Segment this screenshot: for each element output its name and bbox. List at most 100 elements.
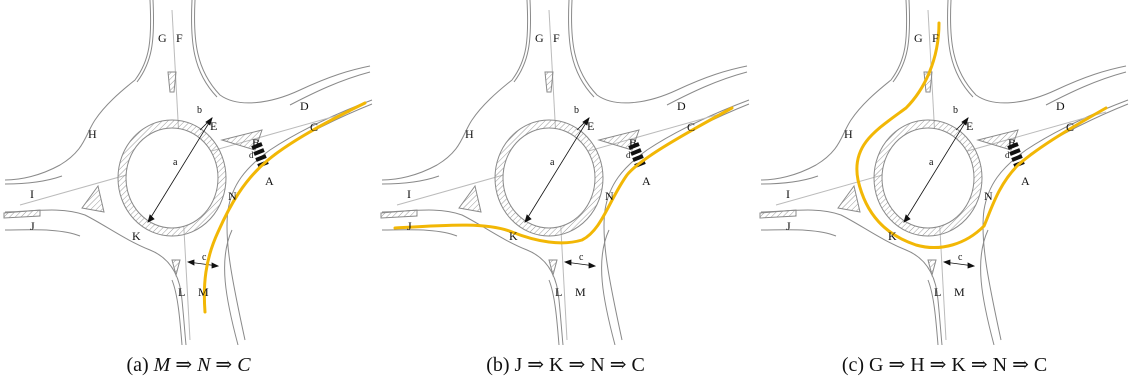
road-edge [381,0,529,181]
label-b-upper: B [252,136,260,150]
road-edge [194,0,371,104]
caption-route: J ⇒ K ⇒ N ⇒ C [514,354,645,376]
label-g: G [535,31,544,45]
label-m: M [198,285,209,299]
panel-caption: (b) J ⇒ K ⇒ N ⇒ C [377,352,754,377]
road-edge [760,0,908,181]
label-c-upper: C [310,120,318,134]
label-i: I [407,187,411,201]
label-d: D [300,99,309,113]
splitter-island-east [597,129,640,151]
label-l: L [178,285,185,299]
central-island [117,119,227,237]
road-edge [513,0,532,83]
label-a-lower: a [929,157,934,168]
roundabout-diagram: G F b D E H C B d a A I N J K c L M [759,0,1129,345]
label-l: L [934,285,941,299]
label-f: F [553,31,560,45]
label-f: F [176,31,183,45]
label-n: N [605,189,614,203]
label-e: E [966,119,973,133]
caption-prefix: (a) [126,354,149,376]
caption-route: M ⇒ N ⇒ C [153,354,251,376]
central-island [494,119,604,237]
road-edge [381,229,458,237]
panel-a: G F b D E H C B d a A I N J K c L M (a) … [0,0,377,390]
road-edge [4,209,187,345]
label-a-lower: a [550,157,555,168]
refuge-island [3,209,41,219]
caption-route: G ⇒ H ⇒ K ⇒ N ⇒ C [869,354,1048,376]
label-c-upper: C [1066,120,1074,134]
splitter-island-north [167,71,177,93]
road-edge [381,175,440,185]
vehicle-route [202,101,367,314]
panel-c: G F b D E H C B d a A I N J K c L M (c) … [756,0,1133,390]
label-a-upper: A [265,174,274,188]
label-k: K [888,229,897,243]
panel-caption: (a) M ⇒ N ⇒ C [0,352,377,377]
label-m: M [575,285,586,299]
label-c-lower: c [958,252,963,263]
road-edge [226,99,373,341]
label-d-lower: d [1005,150,1010,160]
caption-prefix: (c) [841,354,865,376]
splitter-island-west [81,184,105,213]
dimension-a [147,117,213,223]
label-c-lower: c [579,252,584,263]
label-k: K [509,229,518,243]
central-island [873,119,983,237]
splitter-island-south [927,259,937,277]
dimension-b [199,117,213,131]
dimension-lines [524,117,597,269]
road-edge [4,0,152,181]
label-b-lower: b [197,105,202,116]
road-edge [950,0,1127,104]
label-g: G [158,31,167,45]
dimension-a [524,117,590,223]
label-g: G [914,31,923,45]
road-edge [666,71,748,106]
label-c-upper: C [687,120,695,134]
label-n: N [228,189,237,203]
splitter-islands [3,71,263,277]
label-a-lower: a [173,157,178,168]
label-e: E [587,119,594,133]
vehicle-route [393,106,734,245]
splitter-island-east [976,129,1019,151]
road-edge [224,229,239,345]
road-edge [4,229,81,237]
road-edge [982,99,1129,341]
label-d-lower: d [626,150,631,160]
panel-b: G F b D E H C B d a A I N J K c L M (b) … [377,0,754,390]
road-edge [171,279,183,345]
point-labels: G F b D E H C B d a A I N J K c L M [30,31,318,299]
dimension-b [955,117,969,131]
label-b-lower: b [953,105,958,116]
road-edge [289,71,371,106]
dimension-a [903,117,969,223]
road-edge [892,0,911,83]
point-labels: G F b D E H C B d a A I N J K c L M [407,31,695,299]
road-edge [191,0,218,98]
label-m: M [954,285,965,299]
splitter-islands [380,71,640,277]
dimension-lines [903,117,976,269]
road-edge [601,229,616,345]
label-f: F [932,31,939,45]
panel-caption: (c) G ⇒ H ⇒ K ⇒ N ⇒ C [756,352,1133,377]
splitter-island-south [548,259,558,277]
road-edge [980,229,995,345]
label-e: E [210,119,217,133]
splitter-island-west [458,184,482,213]
splitter-island-north [544,71,554,93]
label-b-upper: B [1008,136,1016,150]
splitter-island-west [837,184,861,213]
road-edge [603,99,750,341]
dimension-lines [147,117,220,269]
label-i: I [30,187,34,201]
label-h: H [88,127,97,141]
splitter-island-east [220,129,263,151]
label-n: N [984,189,993,203]
roundabout-diagram: G F b D E H C B d a A I N J K c L M [3,0,373,345]
